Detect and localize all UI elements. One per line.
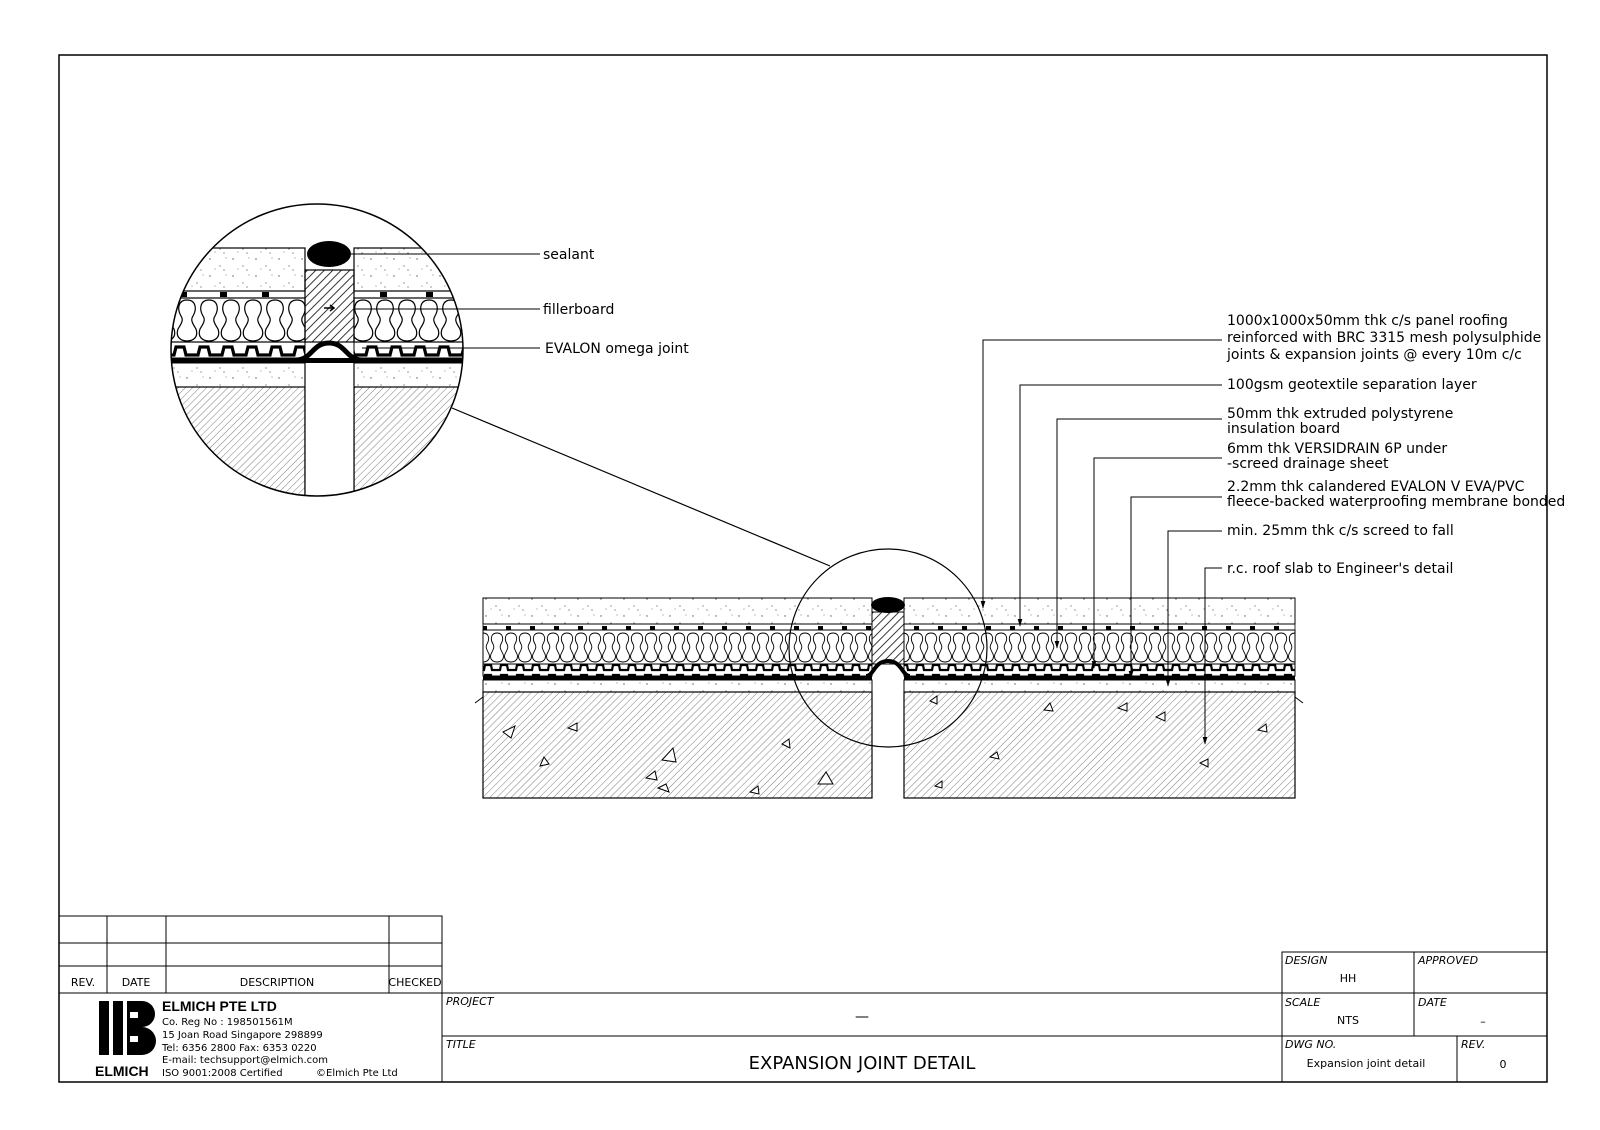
- company-phone: Tel: 6356 2800 Fax: 6353 0220: [161, 1043, 317, 1054]
- enlarged-detail: sealant fillerboard EVALON omega joint: [170, 203, 689, 497]
- company-iso: ISO 9001:2008 Certified: [162, 1068, 283, 1079]
- rev-header: REV.: [71, 976, 95, 989]
- scale-value: NTS: [1337, 1014, 1359, 1027]
- omega-joint-section: [865, 658, 911, 678]
- layer-label-membrane-line1: 2.2mm thk calandered EVALON V EVA/PVC: [1227, 479, 1525, 495]
- callout-omega-joint: EVALON omega joint: [545, 341, 689, 357]
- section-view: [451, 407, 1304, 799]
- roof-slab-left: [482, 691, 873, 799]
- rev-value: 0: [1500, 1058, 1507, 1071]
- layer-label-paver-line3: joints & expansion joints @ every 10m c/…: [1226, 347, 1522, 363]
- layer-callouts: [980, 339, 1222, 745]
- company-reg: Co. Reg No : 198501561M: [162, 1017, 293, 1028]
- callout-sealant: sealant: [543, 247, 595, 263]
- company-email: E-mail: techsupport@elmich.com: [162, 1055, 328, 1066]
- elmich-logo: [99, 1001, 156, 1055]
- date-value: –: [1480, 1015, 1486, 1028]
- fillerboard-section: [871, 611, 905, 665]
- layer-label-paver-line1: 1000x1000x50mm thk c/s panel roofing: [1227, 313, 1508, 329]
- company-name: ELMICH PTE LTD: [162, 998, 277, 1014]
- layer-label-insulation-line2: insulation board: [1227, 421, 1340, 437]
- title-label: TITLE: [446, 1038, 476, 1051]
- sealant-detail: [307, 241, 351, 267]
- enlarged-detail-circle: [170, 203, 464, 497]
- scale-label: SCALE: [1285, 996, 1320, 1009]
- design-value: HH: [1340, 972, 1357, 985]
- buildup-left: [482, 597, 873, 693]
- sealant-section: [871, 597, 905, 613]
- layer-label-membrane-line2: fleece-backed waterproofing membrane bon…: [1227, 494, 1565, 510]
- design-label: DESIGN: [1285, 954, 1327, 967]
- detail-marker-circle: [788, 548, 988, 748]
- rev-label: REV.: [1461, 1038, 1485, 1051]
- dwg-no-value: Expansion joint detail: [1307, 1057, 1426, 1070]
- layer-label-slab: r.c. roof slab to Engineer's detail: [1227, 561, 1453, 577]
- logo-wordmark: ELMICH: [95, 1063, 149, 1079]
- company-address: 15 Joan Road Singapore 298899: [162, 1030, 323, 1041]
- title-block-lines: [442, 951, 1548, 1083]
- drawing-frame: [58, 54, 1548, 1083]
- date-header: DATE: [122, 976, 151, 989]
- roof-slab-right: [903, 691, 1296, 799]
- layer-labels: 1000x1000x50mm thk c/s panel roofing rei…: [1226, 313, 1565, 577]
- description-header: DESCRIPTION: [240, 976, 314, 989]
- approved-label: APPROVED: [1417, 954, 1478, 967]
- date-label: DATE: [1418, 996, 1447, 1009]
- layer-label-screed: min. 25mm thk c/s screed to fall: [1227, 523, 1454, 539]
- project-label: PROJECT: [446, 995, 495, 1008]
- project-value: —: [855, 1009, 869, 1025]
- callout-fillerboard: fillerboard: [543, 302, 614, 318]
- omega-joint-detail: [295, 340, 363, 363]
- drawing-title: EXPANSION JOINT DETAIL: [749, 1053, 976, 1074]
- layer-label-insulation-line1: 50mm thk extruded polystyrene: [1227, 406, 1453, 422]
- dwg-no-label: DWG NO.: [1285, 1038, 1336, 1051]
- checked-header: CHECKED: [388, 976, 441, 989]
- layer-label-geotextile: 100gsm geotextile separation layer: [1227, 377, 1477, 393]
- layer-label-drainage-line1: 6mm thk VERSIDRAIN 6P under: [1227, 441, 1447, 457]
- buildup-right: [903, 597, 1296, 693]
- company-copyright: ©Elmich Pte Ltd: [316, 1068, 398, 1079]
- layer-label-drainage-line2: -screed drainage sheet: [1227, 456, 1389, 472]
- fillerboard-detail: [304, 269, 355, 343]
- layer-label-paver-line2: reinforced with BRC 3315 mesh polysulphi…: [1227, 330, 1541, 346]
- detail-leader: [451, 407, 831, 567]
- aggregate-marks: [502, 695, 1268, 795]
- company-block: ELMICH ELMICH PTE LTD Co. Reg No : 19850…: [58, 992, 443, 1083]
